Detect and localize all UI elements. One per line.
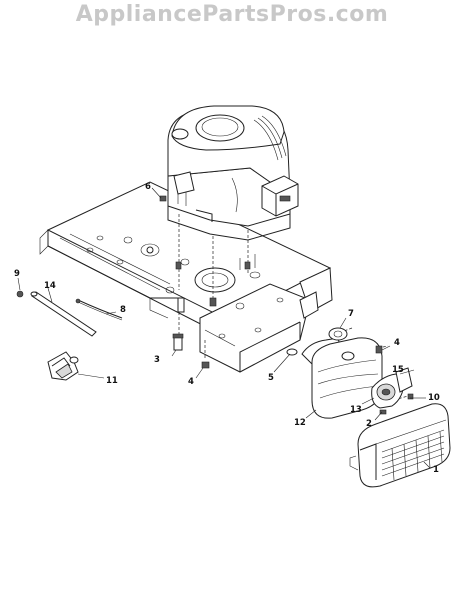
watermark: AppliancePartsPros.com: [75, 2, 389, 27]
guard-louvres: [381, 429, 445, 481]
callout-9: 9: [14, 269, 20, 279]
leader-lines: [17, 187, 431, 469]
callout-1: 1: [433, 465, 439, 475]
muffler-assembly: [301, 327, 414, 419]
tractor-frame: [39, 181, 333, 373]
callout-4-lower: 4: [188, 377, 194, 387]
callout-2: 2: [366, 419, 372, 429]
loose-parts: [16, 195, 298, 381]
muffler-guard: [349, 403, 451, 488]
callout-10: 10: [428, 393, 440, 403]
callout-5: 5: [268, 373, 274, 383]
alignment-lines: [178, 214, 409, 401]
callout-12: 12: [294, 418, 306, 428]
callout-7: 7: [348, 309, 354, 319]
callout-14: 14: [44, 281, 56, 291]
engine: [167, 105, 299, 241]
callout-4-upper: 4: [394, 338, 400, 348]
engine-mount-bolts: [175, 261, 251, 307]
callout-3: 3: [154, 355, 160, 365]
callout-6: 6: [145, 182, 151, 192]
callout-13: 13: [350, 405, 362, 415]
callout-11: 11: [106, 376, 118, 386]
callout-8: 8: [120, 305, 126, 315]
callout-labels: 1 2 3 4 4 5 6 7 8 9 10 11 12 13 14 15: [14, 182, 440, 475]
callout-15: 15: [392, 365, 404, 375]
